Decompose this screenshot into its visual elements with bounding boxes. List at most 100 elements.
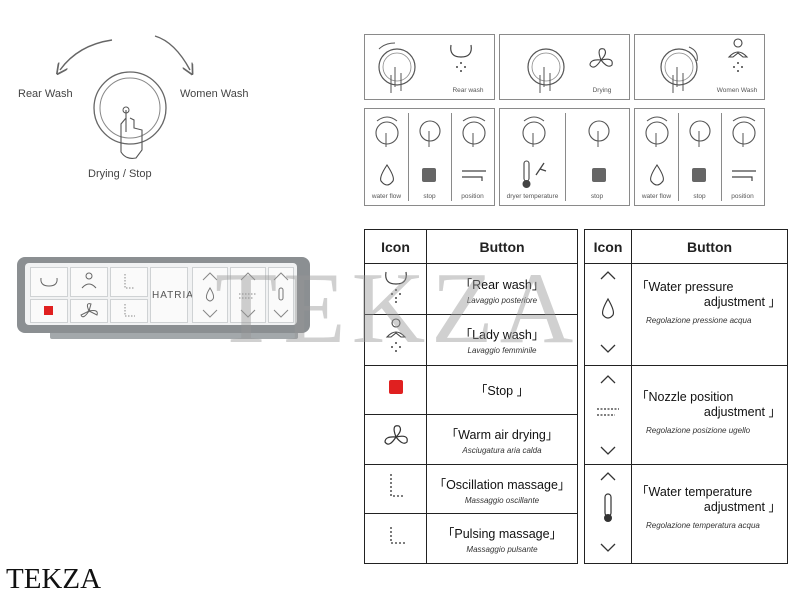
cell-label: water flow bbox=[371, 193, 402, 200]
button-sub: Lavaggio posteriore bbox=[466, 295, 538, 305]
panel-label: Drying bbox=[592, 87, 612, 94]
header-icon: Icon bbox=[584, 228, 632, 265]
legend-cell: 「Rear wash」 Lavaggio posteriore bbox=[426, 263, 578, 315]
cell-label: stop bbox=[693, 193, 706, 200]
button-name: 「Lady wash」 bbox=[459, 328, 545, 343]
table-row: 「Rear wash」 Lavaggio posteriore 「Water pr… bbox=[364, 263, 788, 366]
table-row: 「Lady wash」Lavaggio femminile bbox=[364, 314, 788, 366]
cell-label: stop bbox=[423, 193, 436, 200]
dial-left-label: Rear Wash bbox=[18, 88, 73, 100]
water-drop-icon bbox=[380, 164, 394, 186]
dial-rotate-icon bbox=[645, 116, 669, 147]
legend-cell: 「Pulsing massage」 Massaggio pulsante bbox=[426, 513, 578, 564]
water-pressure-icons bbox=[584, 263, 632, 366]
adjust-name: 「Nozzle position bbox=[636, 389, 734, 404]
panel-drying-adjust: dryer temperature stop bbox=[499, 108, 630, 206]
adjust-name: adjustment 」 bbox=[703, 499, 781, 514]
panel-drying: Drying bbox=[499, 34, 630, 100]
adjust-name: adjustment 」 bbox=[703, 295, 781, 310]
remote-pulsing-button[interactable] bbox=[110, 299, 148, 323]
remote-stop-button[interactable] bbox=[30, 299, 68, 323]
legend-cell: 「Oscillation massage」 Massaggio oscillant… bbox=[426, 463, 578, 515]
cell-label: stop bbox=[590, 193, 604, 200]
button-name: 「Oscillation massage」 bbox=[433, 477, 571, 492]
header-button: Button bbox=[631, 228, 788, 265]
rotate-left-arrow bbox=[60, 39, 113, 70]
dial-rotate-icon bbox=[732, 116, 756, 147]
stop-icon bbox=[364, 364, 427, 416]
button-name: 「Warm air drying」 bbox=[445, 427, 559, 442]
column-gap bbox=[577, 229, 585, 564]
panel-women-wash-adjust: water flow stop position bbox=[634, 108, 765, 206]
table-row: 「Oscillation massage」 Massaggio oscillant… bbox=[364, 463, 788, 565]
cell-label: position bbox=[461, 193, 484, 200]
remote-temperature-rocker[interactable] bbox=[268, 267, 294, 323]
cell-label: position bbox=[731, 193, 754, 200]
button-name: 「Rear wash」 bbox=[459, 277, 545, 292]
legend-cell: 「Warm air drying」 Asciugatura aria calda bbox=[426, 414, 578, 465]
button-sub: Massaggio pulsante bbox=[466, 545, 538, 555]
dial-press-icon bbox=[419, 120, 441, 147]
rear-wash-icon bbox=[364, 263, 427, 315]
panel-women-wash: Women Wash bbox=[634, 34, 765, 100]
remote-brand-panel bbox=[150, 267, 188, 323]
cell-label: water flow bbox=[641, 193, 672, 200]
remote-drying-button[interactable] bbox=[70, 299, 108, 323]
dial-rotate-icon bbox=[462, 116, 486, 147]
adjust-sub: Regolazione temperatura acqua bbox=[646, 520, 760, 530]
fan-icon bbox=[364, 414, 427, 465]
press-hand-icon bbox=[120, 110, 143, 159]
adjust-name: adjustment 」 bbox=[703, 404, 781, 419]
lady-wash-icon bbox=[364, 314, 427, 366]
dial-outer bbox=[93, 71, 167, 145]
button-name: 「Pulsing massage」 bbox=[441, 527, 563, 542]
stop-icon bbox=[422, 168, 436, 182]
legend-cell: 「Water temperature adjustment 」 Regolazi… bbox=[631, 463, 788, 565]
water-drop-icon bbox=[650, 164, 664, 186]
dial-rotate-icon bbox=[522, 116, 546, 147]
adjust-name: 「Water pressure bbox=[636, 280, 734, 295]
dial-press-icon bbox=[660, 46, 698, 93]
panel-label: Women Wash bbox=[716, 87, 758, 94]
remote-brand: HATRIA bbox=[152, 290, 194, 301]
dial-right-label: Women Wash bbox=[180, 88, 249, 100]
header-button: Button bbox=[426, 228, 578, 265]
adjust-sub: Regolazione posizione ugello bbox=[646, 425, 751, 435]
table-row: 「Pulsing massage」 Massaggio pulsante bbox=[364, 513, 788, 564]
dial-bottom-label: Drying / Stop bbox=[88, 168, 152, 180]
remote-lady-wash-button[interactable] bbox=[70, 267, 108, 297]
thermometer-fan-icon bbox=[522, 160, 547, 188]
remote-position-rocker[interactable] bbox=[230, 267, 266, 323]
lady-wash-icon bbox=[727, 38, 749, 72]
dial-press-icon bbox=[689, 120, 711, 147]
pulsing-icon bbox=[364, 513, 427, 564]
button-sub: Asciugatura aria calda bbox=[462, 445, 542, 455]
rotate-right-arrow bbox=[154, 35, 190, 70]
table-row: 「Stop 」 「Nozzle position adjustment 」 Re… bbox=[364, 364, 788, 465]
dial-inner bbox=[99, 77, 161, 139]
rear-wash-icon bbox=[450, 44, 472, 72]
button-name: 「Stop 」 bbox=[474, 384, 530, 399]
remote-rear-wash-button[interactable] bbox=[30, 267, 68, 297]
button-sub: Massaggio oscillante bbox=[464, 495, 540, 505]
legend-cell: 「Stop 」 bbox=[426, 364, 578, 416]
remote-oscillation-button[interactable] bbox=[110, 267, 148, 297]
panel-rear-wash-adjust: water flow stop position bbox=[364, 108, 495, 206]
legend-table: Icon Button Icon Button 「Rear wash」 Lavag… bbox=[364, 228, 788, 565]
legend-header-row: Icon Button Icon Button bbox=[364, 228, 788, 564]
dial-press-icon bbox=[378, 42, 416, 93]
dial-press-icon bbox=[588, 120, 610, 147]
dial-rotate-icon bbox=[375, 116, 399, 147]
nozzle-icon bbox=[462, 170, 486, 181]
dial-press-icon bbox=[527, 48, 565, 93]
legend-cell: 「Nozzle position adjustment 」 Regolazion… bbox=[631, 364, 788, 465]
adjust-name: 「Water temperature bbox=[636, 484, 753, 499]
remote-pressure-rocker[interactable] bbox=[192, 267, 228, 323]
legend-cell: 「Water pressure adjustment 」 Regolazione… bbox=[631, 263, 788, 366]
table-row: 「Warm air drying」 Asciugatura aria calda bbox=[364, 414, 788, 465]
fan-icon bbox=[589, 48, 613, 68]
legend-cell: 「Lady wash」Lavaggio femminile bbox=[426, 314, 578, 366]
logo: TEKZA bbox=[6, 563, 102, 595]
panel-label: Rear wash bbox=[452, 87, 484, 94]
nozzle-position-icons bbox=[584, 364, 632, 465]
